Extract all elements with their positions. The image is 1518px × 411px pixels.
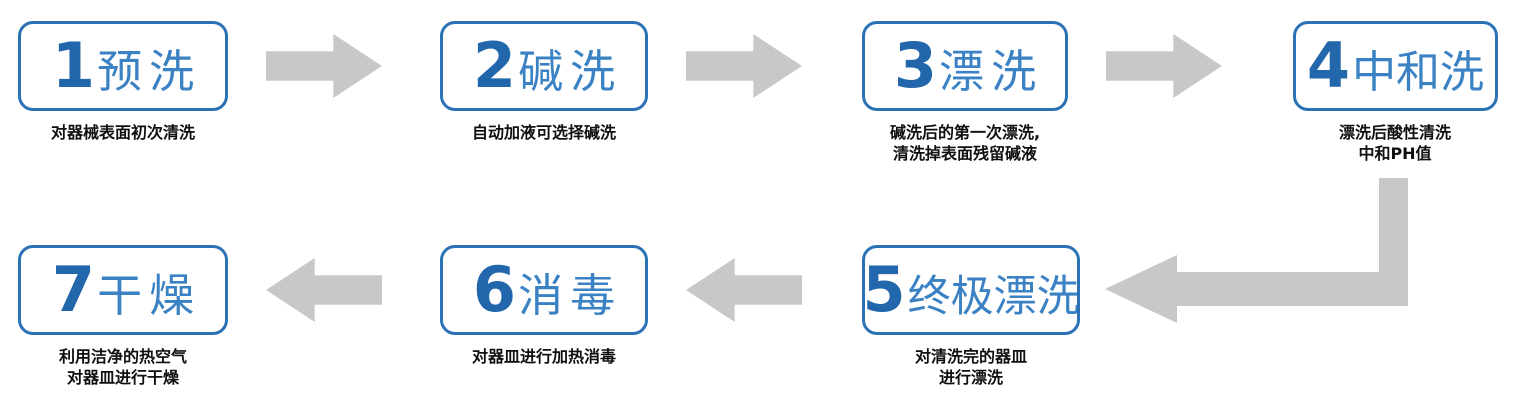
step-2-content: 2 碱洗 <box>473 35 615 97</box>
elbow-connector-vertical-segment <box>1379 178 1408 288</box>
step-1-number: 1 <box>51 29 96 102</box>
step-1-content: 1 预洗 <box>52 35 194 97</box>
step-box-6[interactable]: 6 消毒 <box>440 245 648 335</box>
step-7-content: 7 干燥 <box>52 259 194 321</box>
step-3-caption: 碱洗后的第一次漂洗, 清洗掉表面残留碱液 <box>889 123 1041 164</box>
step-6-label: 消毒 <box>518 269 623 322</box>
step-2-caption: 自动加液可选择碱洗 <box>471 123 616 142</box>
step-4-label: 中和洗 <box>1352 47 1485 98</box>
arrow-right-icon-2-to-3 <box>686 34 802 98</box>
step-2-label: 碱洗 <box>518 45 623 98</box>
arrow-left-icon-4-to-5 <box>1105 255 1177 323</box>
step-5-number: 5 <box>862 253 906 326</box>
step-5-caption: 对清洗完的器皿 进行漂洗 <box>914 347 1027 388</box>
step-4-caption: 漂洗后酸性清洗 中和PH值 <box>1338 123 1451 164</box>
arrow-left-icon-6-to-7 <box>266 258 382 322</box>
step-1-label: 预洗 <box>97 45 202 98</box>
step-3-label: 漂洗 <box>939 45 1044 98</box>
step-6-content: 6 消毒 <box>473 259 615 321</box>
step-3-content: 3 漂洗 <box>894 35 1036 97</box>
arrow-right-icon-1-to-2 <box>266 34 382 98</box>
step-box-5[interactable]: 5 终极漂洗 <box>862 245 1080 335</box>
step-box-7[interactable]: 7 干燥 <box>18 245 228 335</box>
step-7-caption: 利用洁净的热空气 对器皿进行干燥 <box>58 347 187 388</box>
step-1-caption: 对器械表面初次清洗 <box>50 123 195 142</box>
step-6-number: 6 <box>472 253 517 326</box>
step-5-content: 5 终极漂洗 <box>862 253 1080 326</box>
step-4-content: 4 中和洗 <box>1307 35 1484 97</box>
elbow-connector-horizontal-segment <box>1175 272 1408 306</box>
arrow-right-icon-3-to-4 <box>1106 34 1222 98</box>
step-2-number: 2 <box>472 29 517 102</box>
step-3-number: 3 <box>893 29 938 102</box>
step-box-2[interactable]: 2 碱洗 <box>440 21 648 111</box>
step-5-label: 终极漂洗 <box>907 272 1080 322</box>
arrow-left-icon-5-to-6 <box>686 258 802 322</box>
step-box-1[interactable]: 1 预洗 <box>18 21 228 111</box>
step-4-number: 4 <box>1306 29 1351 102</box>
step-6-caption: 对器皿进行加热消毒 <box>471 347 616 366</box>
step-box-4[interactable]: 4 中和洗 <box>1293 21 1498 111</box>
step-7-label: 干燥 <box>97 269 202 322</box>
step-7-number: 7 <box>51 253 96 326</box>
step-box-3[interactable]: 3 漂洗 <box>862 21 1068 111</box>
